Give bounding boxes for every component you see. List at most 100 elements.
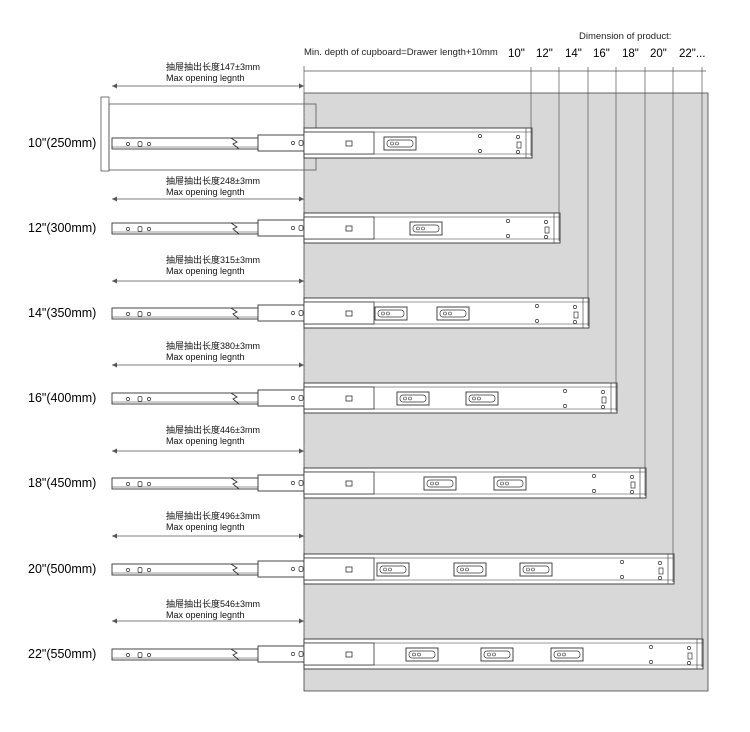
mounting-plate xyxy=(396,391,430,406)
slide-square-hole xyxy=(345,651,353,658)
mounting-slot xyxy=(553,650,581,659)
opening-arrow-left xyxy=(112,362,117,368)
slide-hole xyxy=(291,396,295,400)
slide-inner-member xyxy=(111,307,263,320)
opening-length-cn: 抽屉抽出长度248±3mm xyxy=(166,176,260,186)
slide-row xyxy=(111,615,704,670)
mounting-slot xyxy=(439,309,467,318)
rear-hole xyxy=(687,646,691,650)
rear-slot xyxy=(630,481,636,489)
slide-hole xyxy=(126,397,130,401)
rear-hole xyxy=(592,489,596,493)
opening-arrow-left xyxy=(112,196,117,202)
mounting-hole xyxy=(477,396,481,401)
slide-inner-member xyxy=(111,222,263,235)
rear-hole xyxy=(592,474,596,478)
slide-row xyxy=(111,359,618,414)
dimension-size-label: 20" xyxy=(650,48,667,60)
dimension-size-label: 18" xyxy=(622,48,639,60)
slide-size-label: 12"(300mm) xyxy=(28,221,97,235)
slide-hole xyxy=(147,568,151,572)
rear-hole xyxy=(649,660,653,664)
mounting-hole xyxy=(526,567,530,572)
mounting-plate xyxy=(383,136,417,151)
dimension-title: Dimension of product: xyxy=(579,31,672,42)
mounting-hole xyxy=(492,652,496,657)
rear-hole xyxy=(535,304,539,308)
rear-hole xyxy=(506,234,510,238)
slide-slot xyxy=(298,140,304,146)
slide-square-hole xyxy=(345,140,353,147)
slide-hole xyxy=(126,227,130,231)
slide-ball-cage xyxy=(303,642,375,666)
slide-ball-cage xyxy=(303,471,375,495)
opening-arrow-left xyxy=(112,83,117,89)
slide-slot xyxy=(298,225,304,231)
rear-hole xyxy=(620,575,624,579)
opening-arrow-left xyxy=(112,618,117,624)
mounting-hole xyxy=(417,652,421,657)
slide-hole xyxy=(126,568,130,572)
drawer-front-outline xyxy=(100,96,110,172)
mounting-slot xyxy=(483,650,511,659)
rear-hole xyxy=(620,560,624,564)
mounting-hole xyxy=(505,481,509,486)
mounting-slot xyxy=(412,224,440,233)
slide-ball-cage xyxy=(303,216,375,240)
opening-length-cn: 抽屉抽出长度496±3mm xyxy=(166,511,260,521)
opening-arrow-right xyxy=(299,448,304,454)
slide-size-label: 14"(350mm) xyxy=(28,306,97,320)
rear-hole xyxy=(478,149,482,153)
opening-length-cn: 抽屉抽出长度315±3mm xyxy=(166,255,260,265)
mounting-plate xyxy=(374,306,408,321)
mounting-slot xyxy=(377,309,405,318)
mounting-slot xyxy=(408,650,436,659)
rear-hole xyxy=(478,134,482,138)
mounting-hole xyxy=(531,567,535,572)
break-symbol xyxy=(230,222,240,235)
mounting-slot xyxy=(496,479,524,488)
slide-hole xyxy=(126,142,130,146)
mounting-hole xyxy=(562,652,566,657)
mounting-slot xyxy=(386,139,414,148)
break-symbol xyxy=(230,563,240,576)
opening-length-en: Max opening legnth xyxy=(166,73,245,83)
mounting-hole xyxy=(448,311,452,316)
rear-hole xyxy=(535,319,539,323)
rear-slot xyxy=(601,396,607,404)
opening-length-en: Max opening legnth xyxy=(166,610,245,620)
opening-length-en: Max opening legnth xyxy=(166,522,245,532)
mounting-hole xyxy=(500,481,504,486)
opening-arrow-right xyxy=(299,196,304,202)
slide-row xyxy=(111,275,590,329)
slide-inner-member xyxy=(111,137,263,150)
rear-hole xyxy=(516,135,520,139)
slide-hole xyxy=(147,397,151,401)
opening-length-cn: 抽屉抽出长度380±3mm xyxy=(166,341,260,351)
rear-hole xyxy=(544,220,548,224)
break-symbol xyxy=(230,477,240,490)
mounting-slot xyxy=(426,479,454,488)
slide-row xyxy=(111,193,561,244)
slide-slot xyxy=(298,566,304,572)
slide-hole xyxy=(147,312,151,316)
rear-hole xyxy=(563,404,567,408)
slide-ball-cage xyxy=(303,557,375,581)
rear-slot xyxy=(658,567,664,575)
slide-row xyxy=(111,445,647,499)
opening-arrow-right xyxy=(299,278,304,284)
mounting-hole xyxy=(487,652,491,657)
opening-length-cn: 抽屉抽出长度446±3mm xyxy=(166,425,260,435)
slide-slot xyxy=(137,567,143,573)
mounting-hole xyxy=(386,311,390,316)
mounting-plate xyxy=(480,647,514,662)
mounting-plate xyxy=(519,562,553,577)
rear-slot xyxy=(573,311,579,319)
opening-arrow-right xyxy=(299,362,304,368)
opening-arrow-right xyxy=(299,83,304,89)
slide-slot xyxy=(298,480,304,486)
